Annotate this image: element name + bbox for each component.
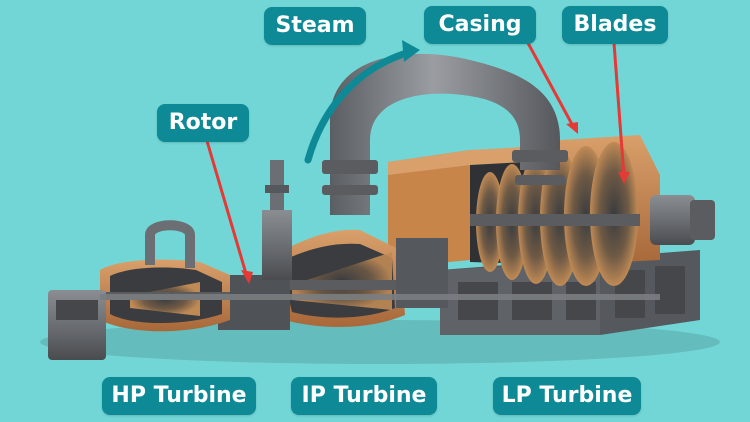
- casing-pointer-head: [566, 122, 578, 134]
- control-valve: [262, 160, 292, 280]
- hp-turbine-label: HP Turbine: [102, 377, 256, 415]
- blades-label: Blades: [562, 6, 668, 44]
- coupling-end: [650, 195, 715, 245]
- steam-label: Steam: [264, 7, 366, 45]
- rotor-pointer: [207, 141, 247, 277]
- rotor-shaft: [100, 294, 660, 300]
- left-bearing: [48, 290, 106, 360]
- rotor-label: Rotor: [157, 104, 249, 142]
- casing-label: Casing: [424, 6, 536, 44]
- lp-turbine-label: LP Turbine: [493, 377, 641, 415]
- ip-turbine-label: IP Turbine: [291, 377, 437, 415]
